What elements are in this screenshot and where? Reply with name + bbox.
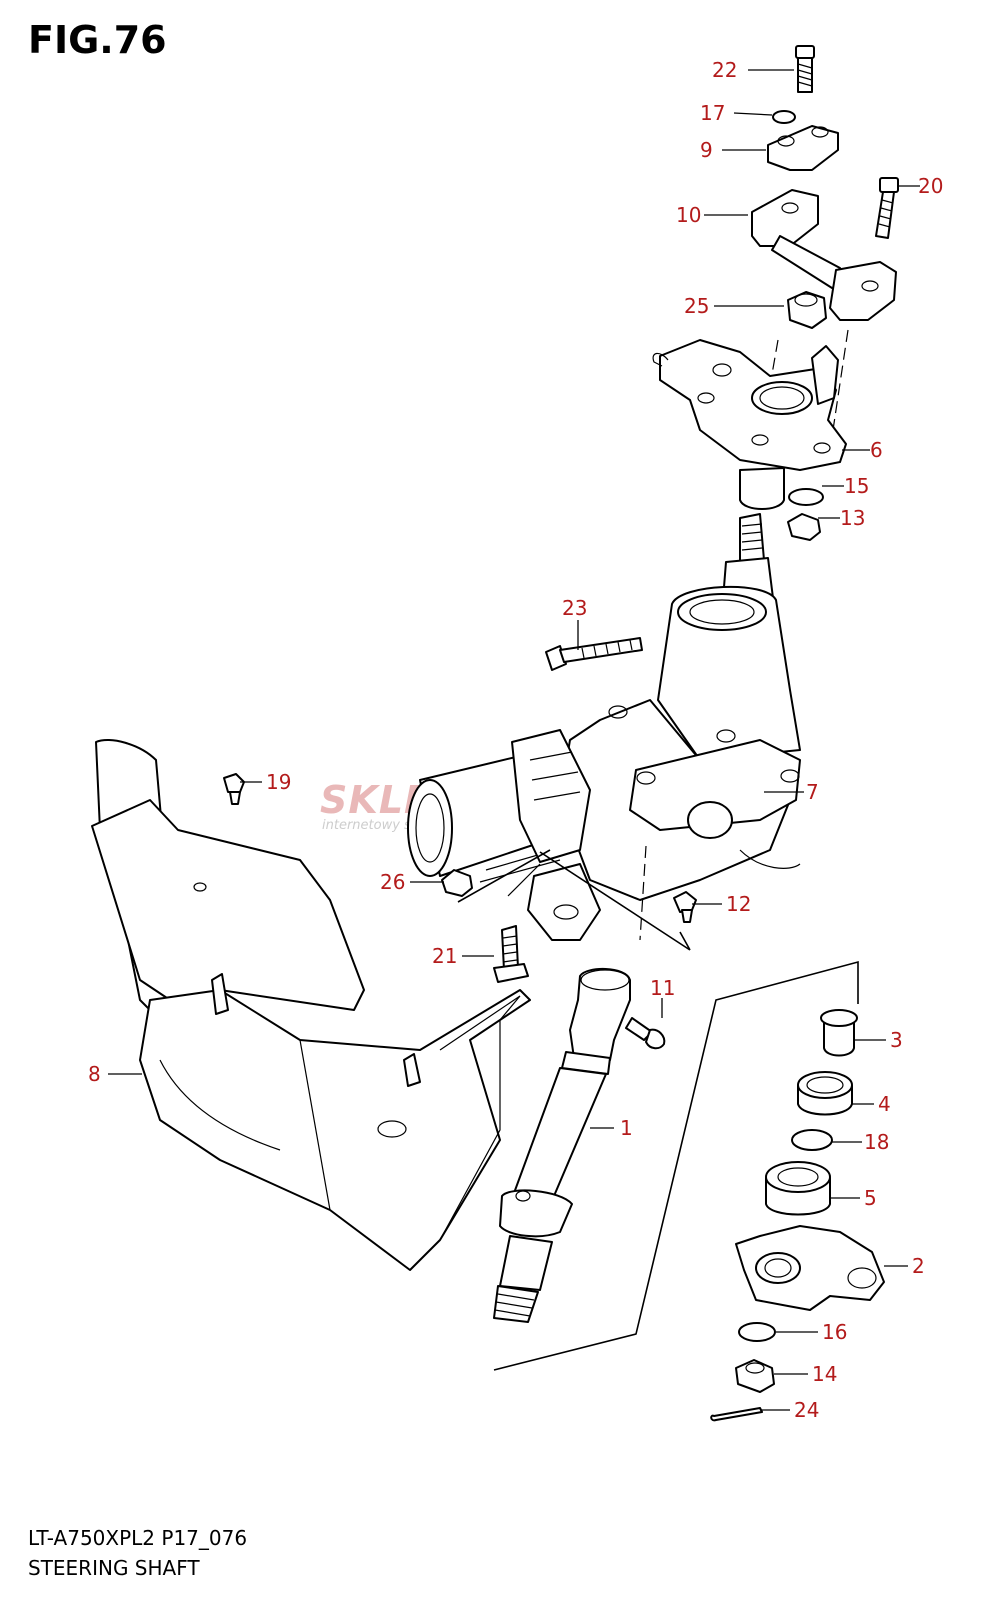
shield-8 <box>91 739 531 1271</box>
callout-1: 1 <box>620 1116 633 1140</box>
nut-25 <box>787 291 827 329</box>
bolt-11 <box>625 1017 666 1050</box>
bolt-23 <box>545 637 643 671</box>
callout-10: 10 <box>676 203 701 227</box>
callout-numbers: 22 17 9 10 20 25 6 15 13 23 19 7 26 12 2… <box>88 58 943 1422</box>
arm-2 <box>735 1225 885 1311</box>
callout-21: 21 <box>432 944 457 968</box>
seal-5 <box>765 1161 831 1216</box>
o-ring-18 <box>791 1129 833 1151</box>
callout-14: 14 <box>812 1362 837 1386</box>
steering-shaft-1 <box>493 967 631 1323</box>
callout-22: 22 <box>712 58 737 82</box>
cotter-pin-24 <box>710 1407 763 1422</box>
screw-19 <box>223 773 245 805</box>
callout-4: 4 <box>878 1092 891 1116</box>
callout-6: 6 <box>870 438 883 462</box>
callout-7: 7 <box>806 780 819 804</box>
washer-15 <box>788 488 824 506</box>
callout-11: 11 <box>650 976 675 1000</box>
callout-18: 18 <box>864 1130 889 1154</box>
figure-title: FIG.76 <box>28 18 167 62</box>
callout-13: 13 <box>840 506 865 530</box>
washer-17 <box>772 110 796 124</box>
callout-9: 9 <box>700 138 713 162</box>
bolt-22 <box>795 45 815 93</box>
washer-16 <box>738 1322 776 1342</box>
callout-19: 19 <box>266 770 291 794</box>
callout-25: 25 <box>684 294 709 318</box>
callout-15: 15 <box>844 474 869 498</box>
callout-leaders <box>108 69 920 1411</box>
bolt-20 <box>875 177 899 239</box>
model-code: LT-A750XPL2 P17_076 <box>28 1526 248 1550</box>
callout-5: 5 <box>864 1186 877 1210</box>
clamp-upper-9 <box>767 125 839 171</box>
nut-26 <box>441 869 473 897</box>
callout-20: 20 <box>918 174 943 198</box>
callout-17: 17 <box>700 101 725 125</box>
bolt-21 <box>493 925 529 983</box>
nut-14 <box>735 1359 775 1393</box>
callout-12: 12 <box>726 892 751 916</box>
power-steering-unit-7 <box>407 513 801 941</box>
clamp-lower-10 <box>751 189 897 321</box>
seal-4 <box>797 1071 853 1116</box>
section-title: STEERING SHAFT <box>28 1556 200 1580</box>
callout-16: 16 <box>822 1320 847 1344</box>
screw-12 <box>673 891 697 923</box>
callout-8: 8 <box>88 1062 101 1086</box>
callout-23: 23 <box>562 596 587 620</box>
callout-2: 2 <box>912 1254 925 1278</box>
callout-24: 24 <box>794 1398 819 1422</box>
reference-frame <box>457 849 691 951</box>
bushing-3 <box>820 1009 858 1057</box>
reference-frame <box>493 960 859 1371</box>
column-holder-6 <box>652 339 847 510</box>
callout-26: 26 <box>380 870 405 894</box>
callout-3: 3 <box>890 1028 903 1052</box>
nut-13 <box>787 513 821 541</box>
